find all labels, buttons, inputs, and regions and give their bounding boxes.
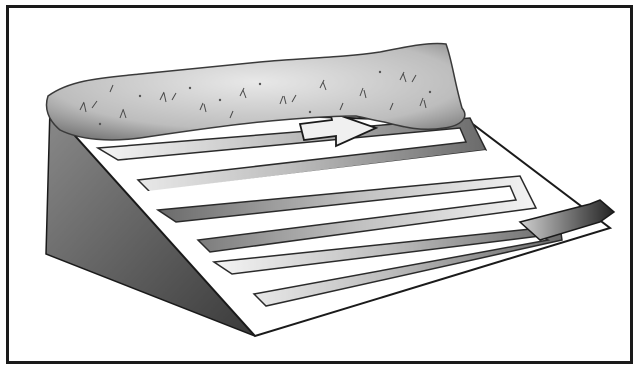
mowing-path-turn-1 [140, 150, 486, 204]
mowing-path-row-1 [95, 117, 488, 193]
arrow-head-icon [298, 110, 379, 148]
grass-patch-icon [45, 42, 466, 141]
mowing-path-row-2 [155, 175, 538, 253]
entry-arrow [298, 110, 379, 148]
exit-arrow [518, 199, 616, 241]
